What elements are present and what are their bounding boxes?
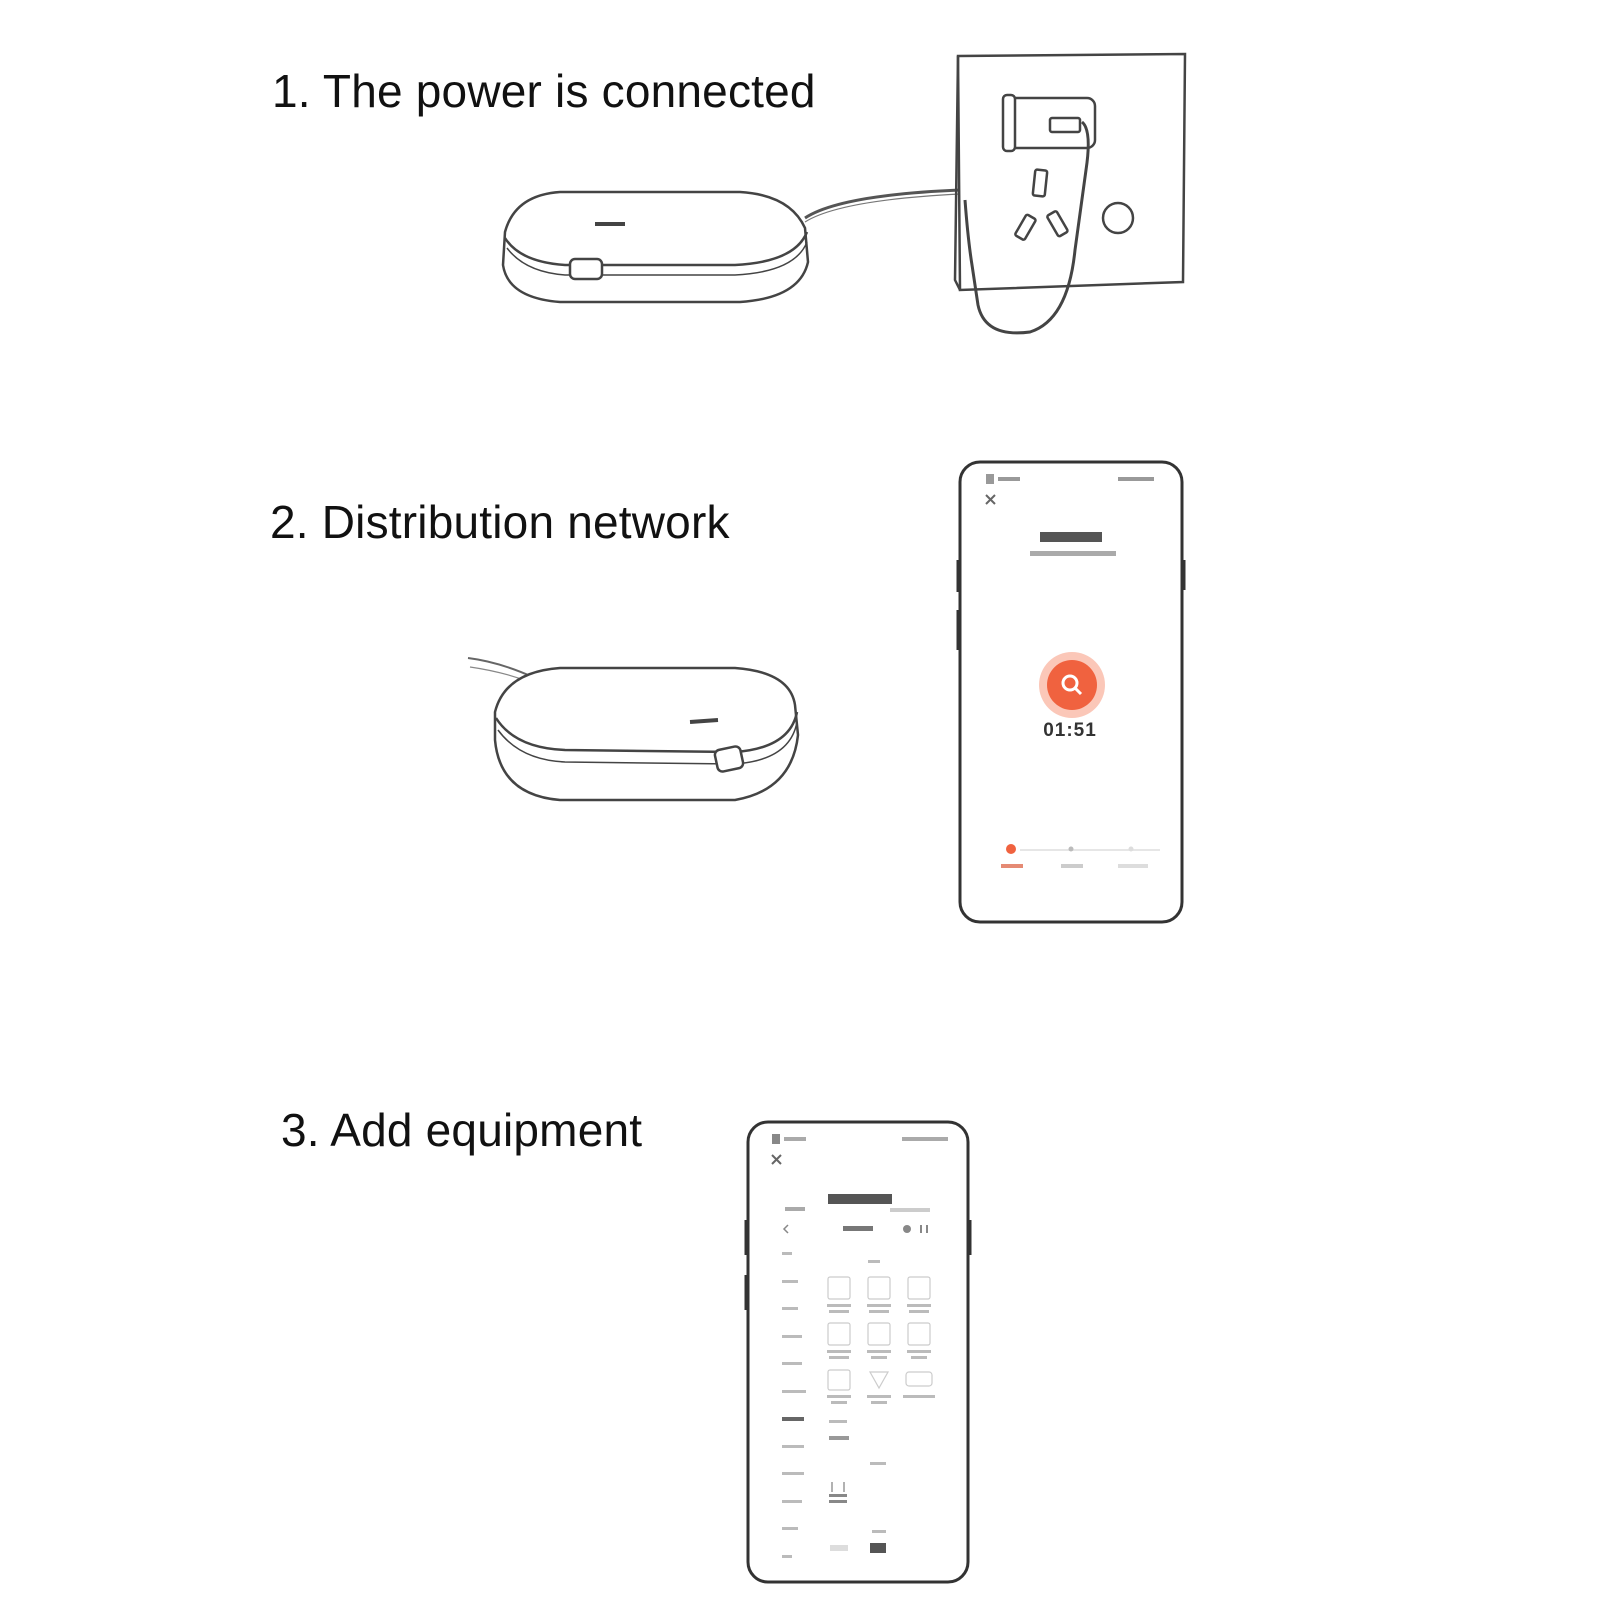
phone-step2-screen-details bbox=[985, 474, 1154, 556]
phone-step3 bbox=[744, 1120, 972, 1584]
gateway-hub-step1 bbox=[501, 190, 810, 304]
step-3-title: 3. Add equipment bbox=[281, 1104, 643, 1156]
scan-timer: 01:51 bbox=[1043, 720, 1097, 741]
phone-step3-device-grid bbox=[827, 1276, 933, 1391]
phone-step3-category-list bbox=[782, 1252, 806, 1558]
progress-steps-indicator bbox=[1001, 844, 1160, 868]
phone-step3-device-labels bbox=[827, 1260, 935, 1553]
phone-step3-screen-details bbox=[771, 1134, 948, 1234]
wall-socket bbox=[953, 52, 1187, 335]
step-2-title: 2. Distribution network bbox=[270, 496, 730, 548]
search-icon bbox=[1039, 652, 1105, 718]
power-cable-step1 bbox=[804, 186, 986, 220]
step-1-title: 1. The power is connected bbox=[272, 65, 816, 117]
gateway-hub-step2 bbox=[467, 657, 800, 802]
